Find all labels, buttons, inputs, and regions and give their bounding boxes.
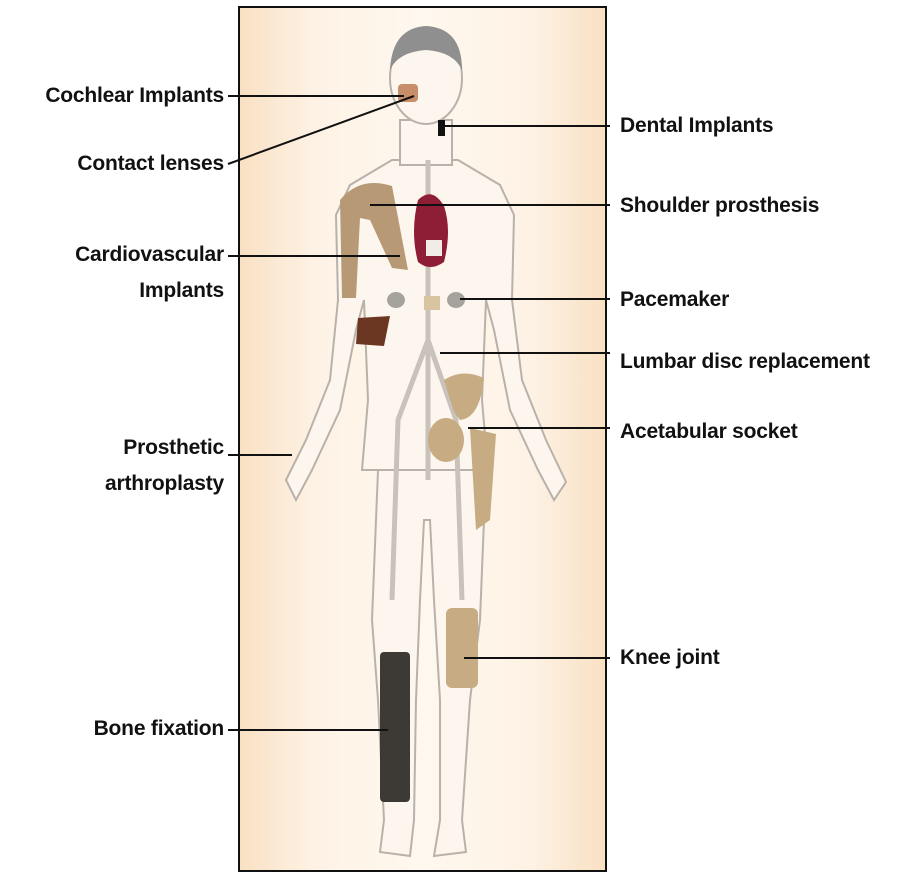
leader-line-contact-lenses bbox=[228, 96, 414, 164]
cochlear-implant-device bbox=[398, 84, 418, 102]
head bbox=[390, 26, 462, 124]
label-knee-joint: Knee joint bbox=[620, 641, 720, 675]
label-dental-implants: Dental Implants bbox=[620, 109, 773, 143]
label-bone-fixation: Bone fixation bbox=[94, 712, 224, 746]
label-shoulder-prosthesis: Shoulder prosthesis bbox=[620, 189, 819, 223]
label-contact-lenses: Contact lenses bbox=[77, 147, 224, 181]
label-cardiovascular-implants: Implants bbox=[139, 274, 224, 308]
label-prosthetic: Prosthetic bbox=[123, 431, 224, 465]
label-acetabular-socket: Acetabular socket bbox=[620, 415, 798, 449]
label-cochlear-implants: Cochlear Implants bbox=[45, 79, 224, 113]
knee-prosthesis bbox=[446, 608, 478, 688]
label-arthroplasty: arthroplasty bbox=[105, 467, 224, 501]
dental-implant bbox=[438, 120, 445, 136]
label-lumbar-disc-replacement: Lumbar disc replacement bbox=[620, 345, 870, 379]
label-cardiovascular: Cardiovascular bbox=[75, 238, 224, 272]
bone-fixation-rod bbox=[380, 652, 410, 802]
label-pacemaker: Pacemaker bbox=[620, 283, 729, 317]
